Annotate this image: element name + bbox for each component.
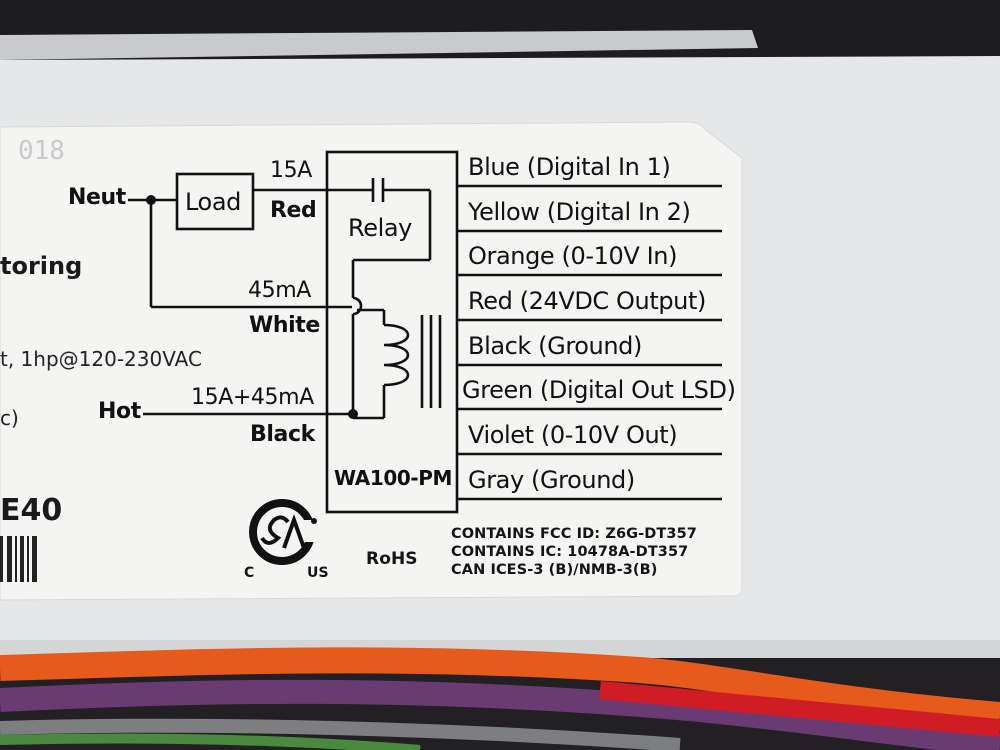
wire-purple	[0, 679, 1000, 750]
fcc-id-text: CONTAINS FCC ID: Z6G-DT357	[451, 526, 697, 542]
black-wire-label: Black	[250, 422, 315, 447]
ic-id-text: CONTAINS IC: 10478A-DT357	[451, 544, 689, 560]
csa-us-mark: US	[307, 565, 329, 581]
white-wire-label: White	[249, 313, 320, 338]
hot-junction-dot	[348, 409, 358, 419]
relay-label: Relay	[348, 214, 412, 242]
load-box	[175, 172, 255, 231]
wire-label-orange: Orange (0-10V In)	[468, 242, 678, 270]
wire-label-black: Black (Ground)	[468, 332, 642, 360]
barcode-fragment	[0, 536, 37, 582]
wire-label-red: Red (24VDC Output)	[468, 287, 706, 315]
module-model-label: WA100-PM	[334, 466, 453, 490]
red-wire-label: Red	[270, 198, 317, 223]
left-paren-fragment: c)	[0, 406, 19, 430]
neut-junction-dot	[146, 195, 156, 205]
current-sum: 15A+45mA	[191, 385, 314, 410]
current-15a: 15A	[270, 158, 312, 183]
left-model-fragment: E40	[0, 493, 63, 528]
wire-gray	[0, 718, 681, 750]
left-rating-fragment: t, 1hp@120-230VAC	[0, 347, 202, 371]
wire-label-violet: Violet (0-10V Out)	[468, 421, 678, 449]
ices-text: CAN ICES-3 (B)/NMB-3(B)	[451, 562, 658, 578]
wiring-diagram	[128, 150, 722, 514]
wire-bundle	[0, 647, 1000, 750]
hot-label: Hot	[98, 399, 141, 424]
wire-label-green: Green (Digital Out LSD)	[462, 376, 736, 404]
wire-green	[0, 733, 421, 750]
left-heading-fragment: toring	[0, 252, 83, 280]
wire-label-yellow: Yellow (Digital In 2)	[468, 198, 691, 226]
module-box	[325, 150, 459, 514]
rohs-mark: RoHS	[366, 549, 418, 569]
csa-certification-logo	[249, 499, 320, 565]
csa-c-mark: C	[244, 565, 255, 581]
faded-code: 018	[18, 136, 65, 166]
wire-red	[599, 681, 1000, 737]
product-label	[0, 121, 743, 601]
wire-label-blue: Blue (Digital In 1)	[468, 153, 671, 181]
housing-back-edge	[0, 30, 758, 60]
wire-orange	[0, 647, 1000, 728]
neut-label: Neut	[68, 185, 126, 210]
load-label: Load	[185, 188, 241, 216]
current-45ma: 45mA	[248, 278, 311, 303]
wire-label-gray: Gray (Ground)	[468, 466, 635, 494]
